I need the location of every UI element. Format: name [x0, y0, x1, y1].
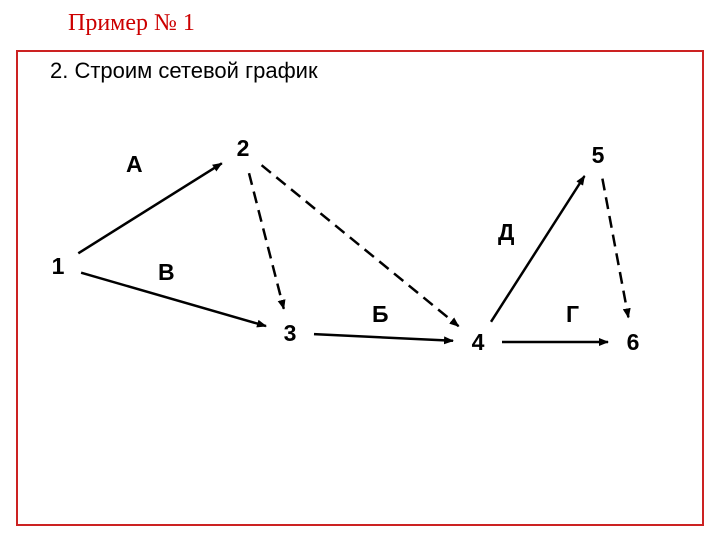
edge-1-3 — [80, 271, 267, 328]
example-heading: Пример № 1 — [68, 10, 195, 36]
node-3 — [267, 310, 313, 356]
node-6 — [610, 319, 656, 365]
node-label-1: 1 — [52, 253, 65, 279]
node-label-4: 4 — [472, 329, 485, 355]
edge-label-1-2: А — [126, 151, 143, 177]
node-5 — [575, 132, 621, 178]
edge-2-4-dummy — [260, 164, 460, 328]
node-label-2: 2 — [237, 135, 250, 161]
edge-label-4-6: Г — [566, 301, 579, 327]
content-frame — [16, 50, 704, 526]
edge-5-6-dummy — [601, 178, 631, 319]
node-label-5: 5 — [592, 142, 605, 168]
edge-4-5 — [489, 175, 586, 323]
edge-2-3-dummy — [247, 172, 286, 310]
edge-label-1-3: В — [158, 259, 175, 285]
node-label-3: 3 — [284, 320, 297, 346]
edge-1-2 — [77, 162, 223, 255]
node-4 — [455, 319, 501, 365]
edge-label-4-5: Д — [498, 219, 514, 245]
node-2 — [220, 127, 266, 173]
slide-subtitle: 2. Строим сетевой график — [50, 58, 318, 83]
node-1 — [35, 243, 81, 289]
edge-3-4 — [313, 332, 454, 345]
edge-label-3-4: Б — [372, 301, 389, 327]
node-label-6: 6 — [627, 329, 640, 355]
